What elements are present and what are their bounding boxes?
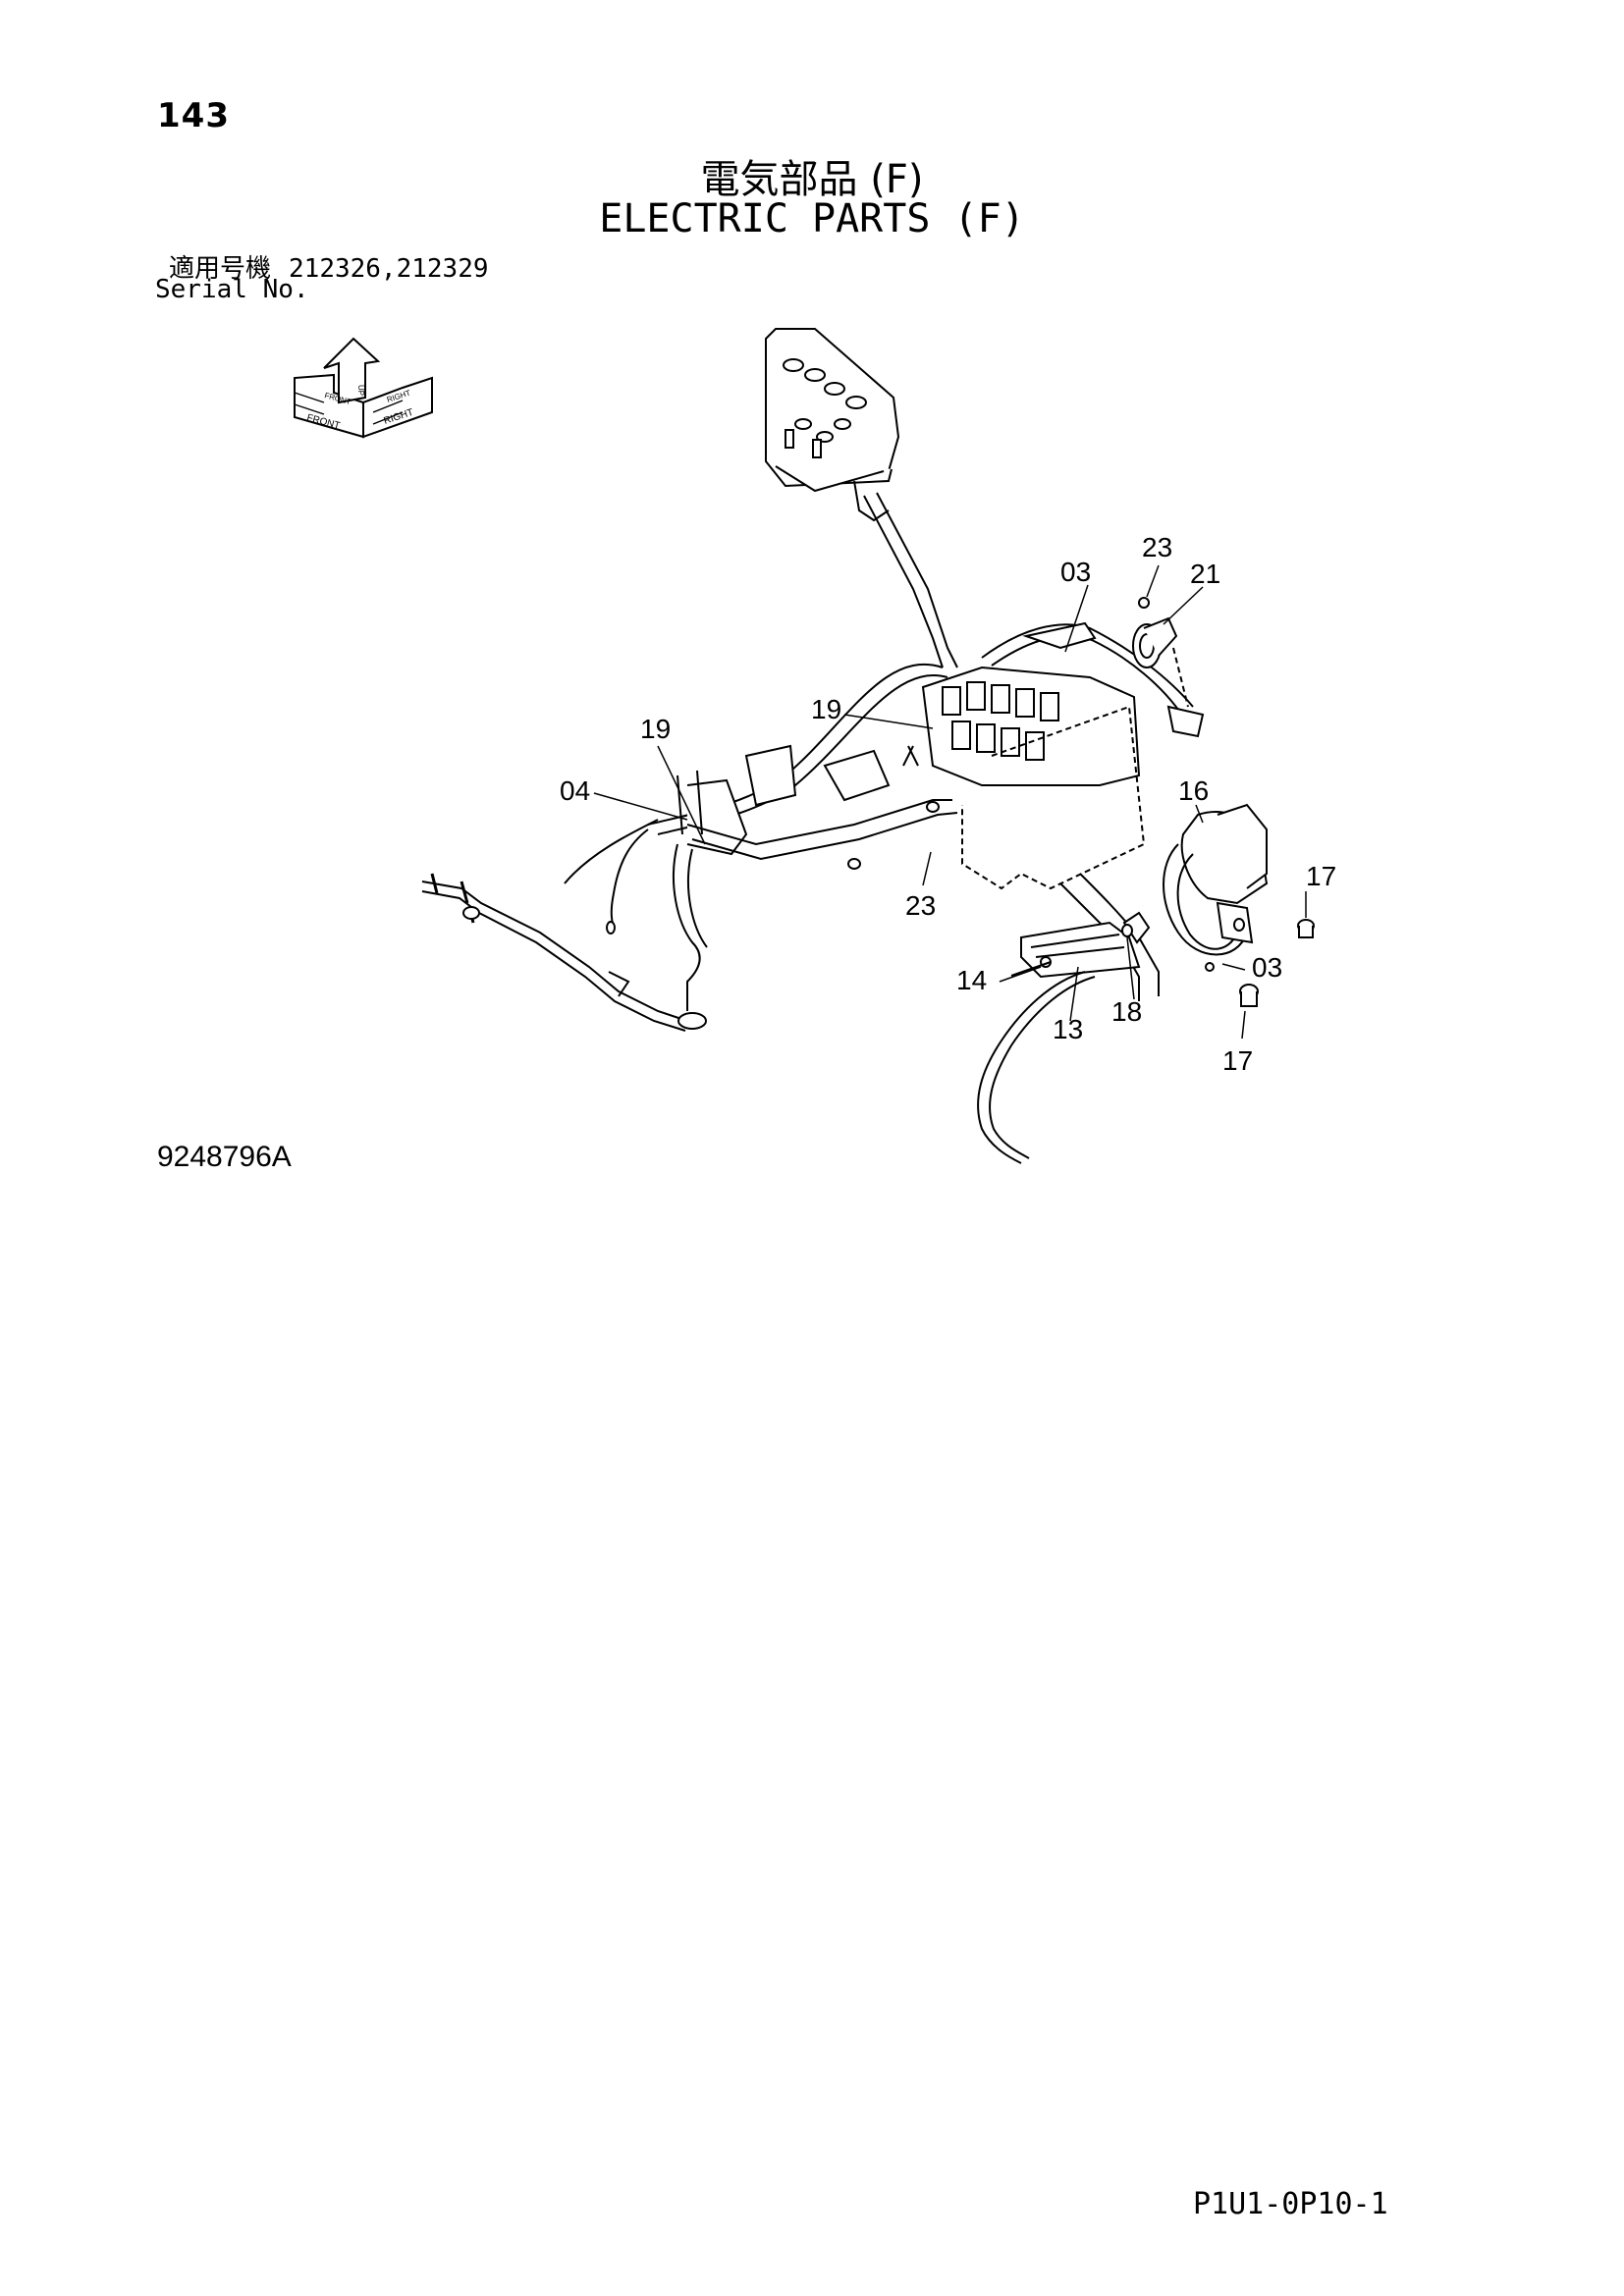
icon-label-up: UP (356, 385, 365, 396)
callout-03-bottom: 03 (1252, 952, 1282, 983)
page-title-japanese: 電気部品 (F) (700, 157, 924, 202)
leader-lines (593, 564, 1307, 1040)
callout-16: 16 (1178, 775, 1209, 806)
callout-13: 13 (1053, 1014, 1083, 1044)
callout-23-top: 23 (1142, 532, 1172, 562)
callout-04: 04 (560, 775, 590, 806)
footer-code: P1U1-0P10-1 (1193, 2187, 1388, 2221)
callout-14: 14 (956, 965, 987, 995)
callout-19-center: 19 (811, 694, 841, 724)
serial-label-japanese: 適用号機 (169, 254, 272, 284)
page-number: 143 (157, 96, 230, 135)
callout-03-top: 03 (1060, 557, 1091, 587)
callout-21: 21 (1190, 559, 1220, 589)
callout-18: 18 (1111, 996, 1142, 1027)
callout-19-left: 19 (640, 714, 671, 744)
callout-17-right: 17 (1306, 861, 1336, 891)
drawing-code: 9248796A (157, 1141, 292, 1173)
serial-row-japanese: 適用号機 212326,212329 (169, 248, 489, 285)
serial-numbers: 212326,212329 (289, 254, 489, 284)
wire-harness-drawing (421, 621, 1205, 1032)
horn-drawing (1132, 597, 1189, 708)
switch-panel-drawing (765, 328, 958, 668)
direction-arrows-icon: FRONT RIGHT FRONT UP RIGHT (294, 337, 433, 439)
page-title-english: ELECTRIC PARTS (F) (599, 196, 1025, 241)
serial-label-english: Serial No. (155, 275, 309, 304)
callout-labels: 23 03 21 19 19 04 16 17 23 03 14 13 18 1… (560, 532, 1336, 1076)
callout-17-bottom: 17 (1222, 1045, 1253, 1076)
callout-23-bottom: 23 (905, 890, 936, 921)
duct-bracket-drawing (977, 803, 1315, 1164)
